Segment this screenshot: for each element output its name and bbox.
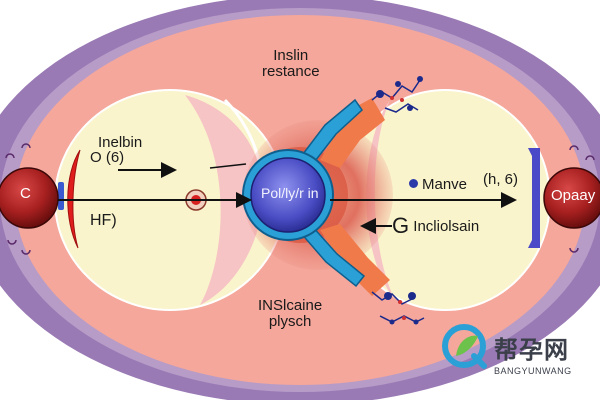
left-ball-label: C xyxy=(20,185,31,202)
left-label-2: O (6) xyxy=(90,149,125,166)
title-label: Inslin restance xyxy=(262,48,320,80)
watermark-cn: 帮孕网 xyxy=(494,337,569,364)
bottom-line-1: INSlcaine xyxy=(258,297,323,314)
q-leaf-logo xyxy=(442,324,487,369)
watermark-en: BANGYUNWANG xyxy=(494,366,572,376)
left-red-ball xyxy=(0,167,59,229)
molecule-red-bits-bottom xyxy=(398,300,406,320)
right-label-3: G Incliolsain xyxy=(392,214,479,237)
title-line-2: restance xyxy=(262,62,320,80)
right-ball-label: Opaay xyxy=(551,187,596,204)
left-red-crescent xyxy=(67,149,81,249)
right-label-1: Manve xyxy=(409,177,467,193)
title-line-1: Inslin xyxy=(273,47,309,64)
center-label: Pol/ly/r in xyxy=(261,185,319,201)
right-label-2: (h, 6) xyxy=(483,171,519,188)
molecule-red-bits-top xyxy=(390,96,404,102)
molecule-dots-bottom xyxy=(384,292,419,325)
left-label-1: Inelbin xyxy=(98,134,143,151)
membrane-hooks xyxy=(5,143,595,255)
right-label-3-initial: G xyxy=(392,213,410,238)
left-label-3: HF) xyxy=(90,212,117,229)
bullet-dot-icon xyxy=(409,179,418,188)
bottom-label: INSlcaine plysch xyxy=(258,298,322,330)
bottom-line-2: plysch xyxy=(268,312,312,330)
receptor-channel-upper xyxy=(320,98,385,168)
right-label-3-text: Incliolsain xyxy=(409,218,480,235)
molecule-dots-top xyxy=(376,76,423,111)
watermark: 帮孕网 BANGYUNWANG xyxy=(494,330,572,376)
right-red-ball xyxy=(543,167,600,229)
pointer-line xyxy=(209,163,247,169)
right-label-1-text: Manve xyxy=(422,176,468,193)
left-blue-marker xyxy=(58,182,64,210)
right-blue-bracket xyxy=(528,148,540,248)
receptor-channel-lower xyxy=(320,224,390,296)
